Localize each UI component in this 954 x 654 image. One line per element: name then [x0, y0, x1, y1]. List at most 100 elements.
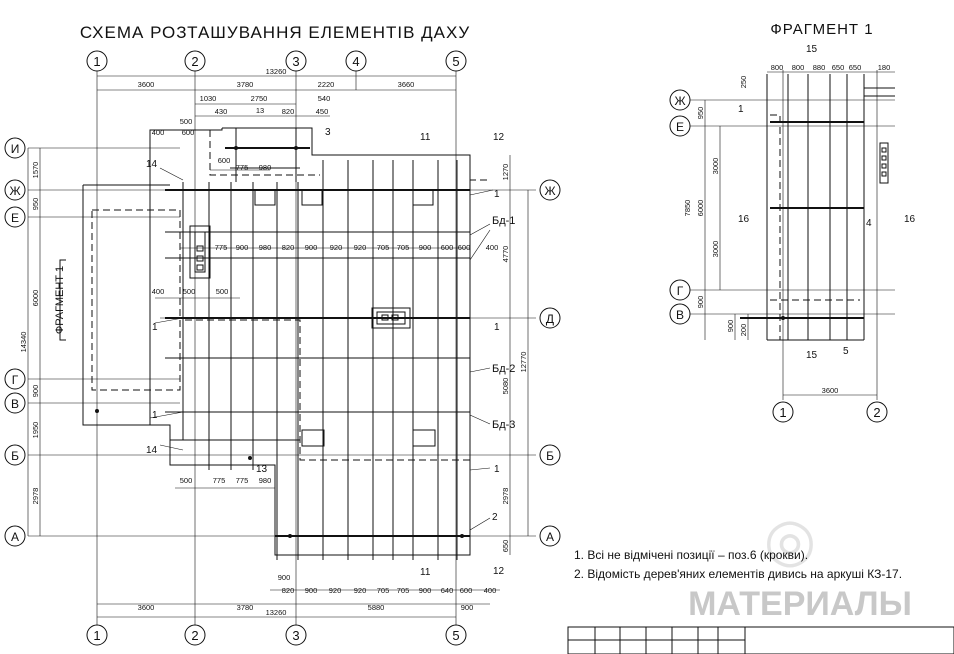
svg-text:820: 820: [282, 107, 295, 116]
note-1: 1. Всі не відмічені позиції – поз.6 (кро…: [574, 548, 809, 562]
roof-outline: [82, 127, 471, 556]
svg-text:2220: 2220: [318, 80, 335, 89]
svg-text:650: 650: [832, 63, 845, 72]
svg-text:920: 920: [329, 586, 342, 595]
position-marks: 1 1 1 1 1 2 3 11 11 12 12 13 14 14 Бд-1 …: [146, 127, 515, 578]
svg-text:Бд-3: Бд-3: [492, 419, 515, 431]
svg-text:Ж: Ж: [674, 94, 685, 108]
svg-text:2978: 2978: [501, 488, 510, 505]
svg-text:800: 800: [771, 63, 784, 72]
svg-text:А: А: [11, 530, 19, 544]
svg-text:16: 16: [904, 214, 916, 225]
svg-text:600: 600: [458, 243, 471, 252]
svg-text:1: 1: [494, 322, 500, 333]
svg-text:12770: 12770: [519, 352, 528, 373]
svg-text:1: 1: [494, 464, 500, 475]
rafters: [182, 160, 458, 560]
dim-top: 13260 3600 3780 2220 3660 1030 2750 430 …: [138, 67, 415, 137]
svg-text:3600: 3600: [138, 603, 155, 612]
svg-text:14: 14: [146, 159, 158, 170]
svg-text:1: 1: [152, 322, 158, 333]
svg-text:5: 5: [843, 346, 849, 357]
row-axis-lines: [28, 147, 536, 537]
svg-text:Ж: Ж: [544, 184, 555, 198]
svg-text:И: И: [11, 142, 20, 156]
svg-text:2: 2: [191, 54, 198, 69]
svg-text:600: 600: [182, 128, 195, 137]
svg-text:3: 3: [325, 127, 331, 138]
svg-text:3780: 3780: [237, 603, 254, 612]
svg-text:Е: Е: [11, 211, 19, 225]
svg-text:400: 400: [152, 128, 165, 137]
axis-bubbles-right: Ж Д Б А: [539, 179, 561, 547]
svg-text:500: 500: [216, 287, 229, 296]
svg-text:650: 650: [849, 63, 862, 72]
svg-text:1: 1: [152, 410, 158, 421]
svg-text:12: 12: [493, 132, 505, 143]
svg-text:Д: Д: [546, 312, 554, 326]
svg-text:900: 900: [419, 586, 432, 595]
svg-text:775: 775: [213, 476, 226, 485]
svg-text:3000: 3000: [711, 158, 720, 175]
svg-text:1: 1: [93, 628, 100, 643]
svg-text:400: 400: [152, 287, 165, 296]
svg-text:4: 4: [866, 218, 872, 229]
fragment-dims: 250 800 800 880 650 650 180 950 7850 600…: [683, 63, 890, 395]
svg-text:3600: 3600: [822, 386, 839, 395]
svg-text:14: 14: [146, 445, 158, 456]
svg-text:1: 1: [494, 189, 500, 200]
svg-text:900: 900: [236, 243, 249, 252]
svg-text:1: 1: [779, 405, 786, 420]
svg-text:Е: Е: [676, 120, 684, 134]
svg-text:430: 430: [215, 107, 228, 116]
svg-text:540: 540: [318, 94, 331, 103]
svg-text:11: 11: [420, 567, 431, 578]
dim-inner: 600 775 980 775 900 980 820 900 920 920 …: [152, 156, 499, 485]
fragment-title: ФРАГМЕНТ 1: [770, 21, 873, 38]
svg-text:13260: 13260: [266, 67, 287, 76]
fragment-side-label: ФРАГМЕНТ 1: [54, 259, 66, 341]
svg-text:2750: 2750: [251, 94, 268, 103]
svg-text:920: 920: [354, 586, 367, 595]
svg-text:1: 1: [738, 104, 744, 115]
title-block: [567, 626, 954, 654]
dim-left: 1570 950 6000 900 1950 2978 14340: [19, 162, 40, 505]
axis-bubbles-left: И Ж Е Г В Б А: [4, 137, 26, 547]
svg-text:2: 2: [873, 405, 880, 420]
watermark: МАТЕРИАЛЫ ◎: [688, 506, 912, 623]
svg-text:5080: 5080: [501, 378, 510, 395]
svg-text:6000: 6000: [696, 200, 705, 217]
svg-text:13: 13: [256, 464, 268, 475]
svg-text:1570: 1570: [31, 162, 40, 179]
svg-text:3600: 3600: [138, 80, 155, 89]
svg-text:Б: Б: [546, 449, 554, 463]
svg-text:5: 5: [452, 628, 459, 643]
svg-text:900: 900: [726, 320, 735, 333]
svg-text:1030: 1030: [200, 94, 217, 103]
svg-text:2: 2: [191, 628, 198, 643]
svg-text:Г: Г: [12, 373, 19, 387]
svg-text:600: 600: [218, 156, 231, 165]
svg-text:980: 980: [259, 163, 272, 172]
svg-text:820: 820: [282, 243, 295, 252]
svg-text:705: 705: [397, 243, 410, 252]
main-title: СХЕМА РОЗТАШУВАННЯ ЕЛЕМЕНТІВ ДАХУ: [80, 23, 470, 42]
wall-outline-dashed: [91, 130, 490, 461]
svg-text:705: 705: [397, 586, 410, 595]
svg-text:640: 640: [441, 586, 454, 595]
svg-text:А: А: [546, 530, 554, 544]
axis-bubbles-bottom: 1 2 3 5: [86, 624, 467, 646]
svg-text:705: 705: [377, 243, 390, 252]
fragment-marks: 15 15 1 4 5 16 16: [738, 44, 916, 361]
svg-text:920: 920: [354, 243, 367, 252]
svg-text:5: 5: [452, 54, 459, 69]
svg-text:3: 3: [292, 54, 299, 69]
svg-text:Бд-1: Бд-1: [492, 215, 515, 227]
svg-text:775: 775: [215, 243, 228, 252]
svg-text:900: 900: [461, 603, 474, 612]
svg-text:500: 500: [180, 117, 193, 126]
svg-text:Б: Б: [11, 449, 19, 463]
svg-text:705: 705: [377, 586, 390, 595]
svg-text:775: 775: [236, 163, 249, 172]
